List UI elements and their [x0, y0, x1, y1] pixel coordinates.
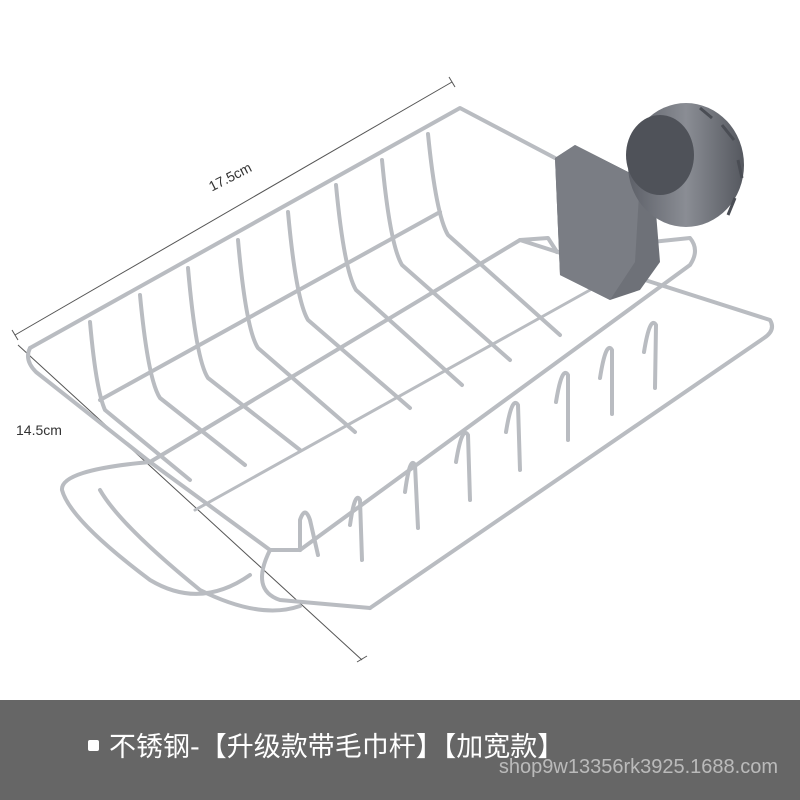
wire-basket — [26, 106, 774, 613]
shop-watermark: shop9w13356rk3925.1688.com — [498, 756, 778, 778]
product-caption: 不锈钢-【升级款带毛巾杆】【加宽款】 — [88, 730, 564, 766]
bullet-icon — [88, 740, 99, 751]
dimension-line-height — [17, 344, 368, 663]
height-dimension-label: 14.5cm — [16, 422, 62, 438]
caption-bar — [0, 700, 800, 800]
caption-text: 不锈钢-【升级款带毛巾杆】【加宽款】 — [109, 732, 565, 763]
sink-rack-product-image — [11, 76, 774, 663]
dimension-line-width — [11, 76, 456, 341]
faucet-clamp — [555, 103, 744, 300]
